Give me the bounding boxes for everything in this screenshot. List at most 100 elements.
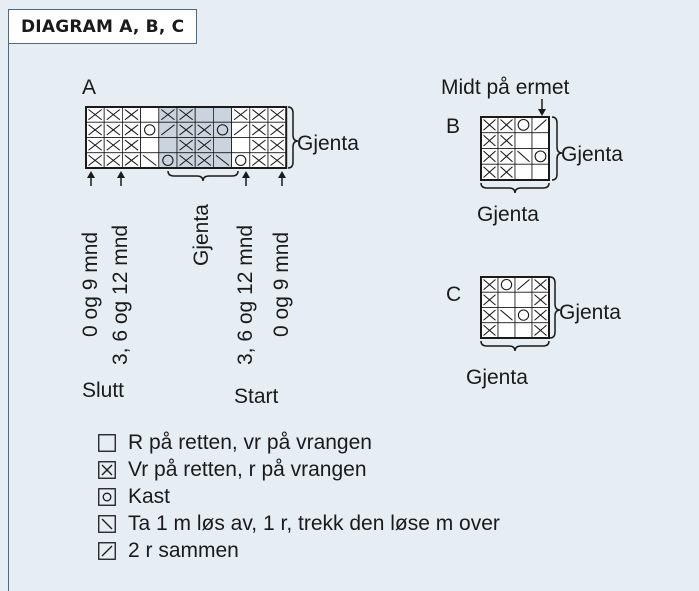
diagram-a-cell <box>158 137 178 154</box>
diagram-b-top-arrow <box>538 109 546 116</box>
empty-square-icon <box>98 433 116 452</box>
diagram-a-cross-mark <box>179 154 194 166</box>
diagram-a-yo-mark <box>162 154 174 167</box>
diagram-b-cross-mark <box>483 166 496 178</box>
legend-row-skp: Ta 1 m løs av, 1 r, trekk den løse m ove… <box>98 510 500 537</box>
diagram-c-letter: C <box>446 283 461 306</box>
diagram-a-cross-mark <box>106 124 121 136</box>
diagram-a-cross-mark <box>88 124 103 136</box>
diagram-a-cell <box>140 137 160 154</box>
diagram-c-right-brace <box>549 276 561 339</box>
legend-text-k2tog: 2 r sammen <box>128 538 239 562</box>
diagram-b-skp-mark <box>517 150 530 163</box>
diagram-b-yo-mark <box>517 118 530 131</box>
diagram-a-k2tog-mark <box>160 124 175 136</box>
diagram-a-cross-mark <box>270 124 285 136</box>
diagram-a-cell <box>140 106 160 123</box>
diagram-a-cross-mark <box>106 109 121 121</box>
diagram-a-cross-mark <box>179 109 194 121</box>
diagram-a-letter: A <box>82 76 96 99</box>
backslash-square-icon <box>98 514 116 533</box>
diagram-a-cross-mark <box>88 109 103 121</box>
diagram-a-cross-mark <box>160 109 175 121</box>
panel-left-border <box>8 42 9 591</box>
diagram-c-cross-mark <box>483 294 496 306</box>
diagram-c-cross-mark <box>483 324 496 336</box>
diagram-a-cross-mark <box>124 124 139 136</box>
diagram-a-cross-mark <box>251 109 266 121</box>
diagram-a-repeat-right: Gjenta <box>297 132 359 155</box>
diagram-c-repeat-right: Gjenta <box>559 301 621 324</box>
diagram-b-cross-mark <box>500 119 513 131</box>
diagram-c-cross-mark <box>534 309 547 321</box>
diagram-c-repeat-bottom: Gjenta <box>466 366 528 389</box>
a-marker-3-6-12-right: 3, 6 og 12 mnd <box>234 225 257 365</box>
diagram-a-grid <box>85 106 288 169</box>
diagram-a-cross-mark <box>179 124 194 136</box>
diagram-a-cross-mark <box>124 139 139 151</box>
diagram-a-skp-mark <box>142 154 157 166</box>
legend-text-knit: R på retten, vr på vrangen <box>128 430 372 454</box>
diagram-c-cross-mark <box>483 279 496 291</box>
diagram-b-cell <box>531 163 550 181</box>
diagram-c-yo-mark <box>517 309 530 321</box>
legend-row-yarn-over: Kast <box>98 483 500 510</box>
diagram-a-cross-mark <box>88 139 103 151</box>
diagram-a-k2tog-mark <box>233 124 248 136</box>
diagram-a-cross-mark <box>197 124 212 136</box>
diagram-b-grid <box>480 116 550 181</box>
cross-square-icon <box>98 460 116 479</box>
diagram-a-cross-mark <box>197 139 212 151</box>
diagram-a-right-brace <box>287 106 299 169</box>
diagram-c-grid <box>480 276 550 339</box>
diagram-b-top-label: Midt på ermet <box>441 76 570 99</box>
diagram-b-letter: B <box>446 115 460 138</box>
diagram-c-cell <box>514 322 533 339</box>
diagram-b-repeat-right: Gjenta <box>561 143 623 166</box>
circle-square-icon <box>98 487 116 506</box>
a-marker-0-9-right: 0 og 9 mnd <box>270 232 293 337</box>
diagram-c-cross-mark <box>483 309 496 321</box>
diagram-b-cell <box>531 132 550 149</box>
diagram-b-outline <box>480 116 550 181</box>
diagram-c-cross-mark <box>534 324 547 336</box>
legend-text-purl: Vr på retten, r på vrangen <box>128 457 367 481</box>
slash-square-icon <box>98 541 116 560</box>
diagram-a-cross-mark <box>106 154 121 166</box>
diagram-a-outline <box>85 106 288 169</box>
legend-text-yarn-over: Kast <box>128 484 171 508</box>
diagram-a-yo-mark <box>216 124 229 136</box>
diagram-c-cross-mark <box>534 279 547 291</box>
diagram-c-yo-mark <box>500 278 513 291</box>
diagram-a-cell <box>212 137 232 154</box>
diagram-b-cell <box>514 132 533 149</box>
diagram-c-cell <box>514 291 533 308</box>
diagram-a-cross-mark <box>270 109 285 121</box>
diagram-a-yo-mark <box>144 124 156 136</box>
diagram-a-cross-mark <box>197 154 212 166</box>
diagram-b-right-brace <box>551 116 563 181</box>
diagram-a-cross-mark <box>124 109 139 121</box>
diagram-c-skp-mark <box>500 309 513 321</box>
diagram-a-cross-mark <box>124 154 139 166</box>
diagram-c-k2tog-mark <box>517 279 530 291</box>
diagram-a-cell <box>231 137 251 154</box>
diagram-b-yo-mark <box>534 150 547 163</box>
diagram-a-cell <box>212 106 232 123</box>
a-marker-0-9-left: 0 og 9 mnd <box>79 232 102 337</box>
diagram-b-bottom-brace <box>480 182 550 194</box>
diagram-a-cross-mark <box>270 139 285 151</box>
diagram-c-cell <box>497 322 516 339</box>
diagram-b-cross-mark <box>500 134 513 147</box>
diagram-b-cross-mark <box>500 166 513 178</box>
diagram-a-cell <box>194 106 214 123</box>
legend-text-skp: Ta 1 m løs av, 1 r, trekk den løse m ove… <box>128 511 500 535</box>
diagram-a-cross-mark <box>251 139 266 151</box>
a-marker-3-6-12-left: 3, 6 og 12 mnd <box>109 225 132 365</box>
diagram-a-cross-mark <box>179 139 194 151</box>
diagram-b-cross-mark <box>483 150 496 163</box>
diagram-a-cross-mark <box>88 154 103 166</box>
diagram-a-cross-mark <box>251 154 266 166</box>
diagram-a-arrows <box>87 171 286 186</box>
charts-canvas: A Gjenta Gjenta 0 og 9 mnd 3, 6 og 12 mn… <box>79 76 623 408</box>
